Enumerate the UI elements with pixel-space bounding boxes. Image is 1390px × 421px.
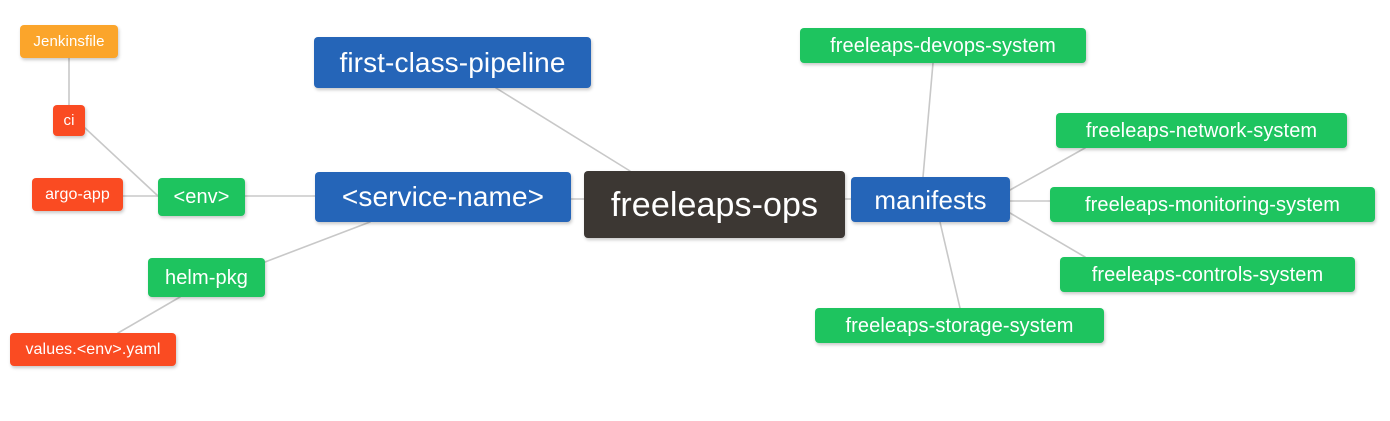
mindmap-node-helm-pkg[interactable]: helm-pkg — [148, 258, 265, 297]
mindmap-node-env[interactable]: <env> — [158, 178, 245, 216]
mindmap-node-freeleaps-monitoring-system[interactable]: freeleaps-monitoring-system — [1050, 187, 1375, 222]
mindmap-node-argo-app[interactable]: argo-app — [32, 178, 123, 211]
mindmap-node-label-service-name: <service-name> — [341, 181, 545, 212]
mindmap-edge-helm-pkg-to-service-name — [264, 221, 371, 263]
mindmap-node-label-values-yaml: values.<env>.yaml — [25, 340, 161, 358]
mindmap-node-freeleaps-controls-system[interactable]: freeleaps-controls-system — [1060, 257, 1355, 292]
mindmap-node-label-ci: ci — [63, 112, 75, 129]
mindmap-node-label-freeleaps-storage-system: freeleaps-storage-system — [845, 314, 1074, 337]
mindmap-edge-first-class-pipeline-to-freeleaps-ops — [495, 87, 631, 172]
mindmap-node-label-freeleaps-monitoring-system: freeleaps-monitoring-system — [1084, 193, 1340, 216]
mindmap-node-ci[interactable]: ci — [53, 105, 85, 136]
mindmap-edge-manifests-to-freeleaps-storage-system — [939, 221, 961, 309]
mindmap-node-label-env: <env> — [173, 186, 230, 208]
mindmap-node-freeleaps-storage-system[interactable]: freeleaps-storage-system — [815, 308, 1104, 343]
mindmap-node-freeleaps-ops[interactable]: freeleaps-ops — [584, 171, 845, 238]
mindmap-node-freeleaps-devops-system[interactable]: freeleaps-devops-system — [800, 28, 1086, 63]
mindmap-edge-values-yaml-to-helm-pkg — [117, 296, 181, 334]
mindmap-node-label-freeleaps-network-system: freeleaps-network-system — [1085, 119, 1318, 142]
mindmap-node-label-first-class-pipeline: first-class-pipeline — [339, 46, 566, 78]
mindmap-edge-manifests-to-freeleaps-devops-system — [922, 62, 934, 178]
mindmap-edge-manifests-to-freeleaps-network-system — [1009, 147, 1086, 191]
mindmap-node-label-argo-app: argo-app — [45, 185, 110, 203]
mindmap-node-values-yaml[interactable]: values.<env>.yaml — [10, 333, 176, 366]
mindmap-node-label-helm-pkg: helm-pkg — [164, 266, 249, 289]
mindmap-node-service-name[interactable]: <service-name> — [315, 172, 571, 222]
mindmap-node-label-manifests: manifests — [874, 184, 987, 215]
mindmap-node-label-freeleaps-controls-system: freeleaps-controls-system — [1091, 263, 1324, 286]
mindmap-node-label-freeleaps-ops: freeleaps-ops — [610, 185, 819, 224]
mindmap-node-first-class-pipeline[interactable]: first-class-pipeline — [314, 37, 591, 88]
mindmap-node-freeleaps-network-system[interactable]: freeleaps-network-system — [1056, 113, 1347, 148]
mindmap-node-manifests[interactable]: manifests — [851, 177, 1010, 222]
mindmap-node-label-jenkinsfile: Jenkinsfile — [33, 33, 105, 50]
mindmap-node-label-freeleaps-devops-system: freeleaps-devops-system — [830, 34, 1056, 57]
mindmap-node-jenkinsfile[interactable]: Jenkinsfile — [20, 25, 118, 58]
